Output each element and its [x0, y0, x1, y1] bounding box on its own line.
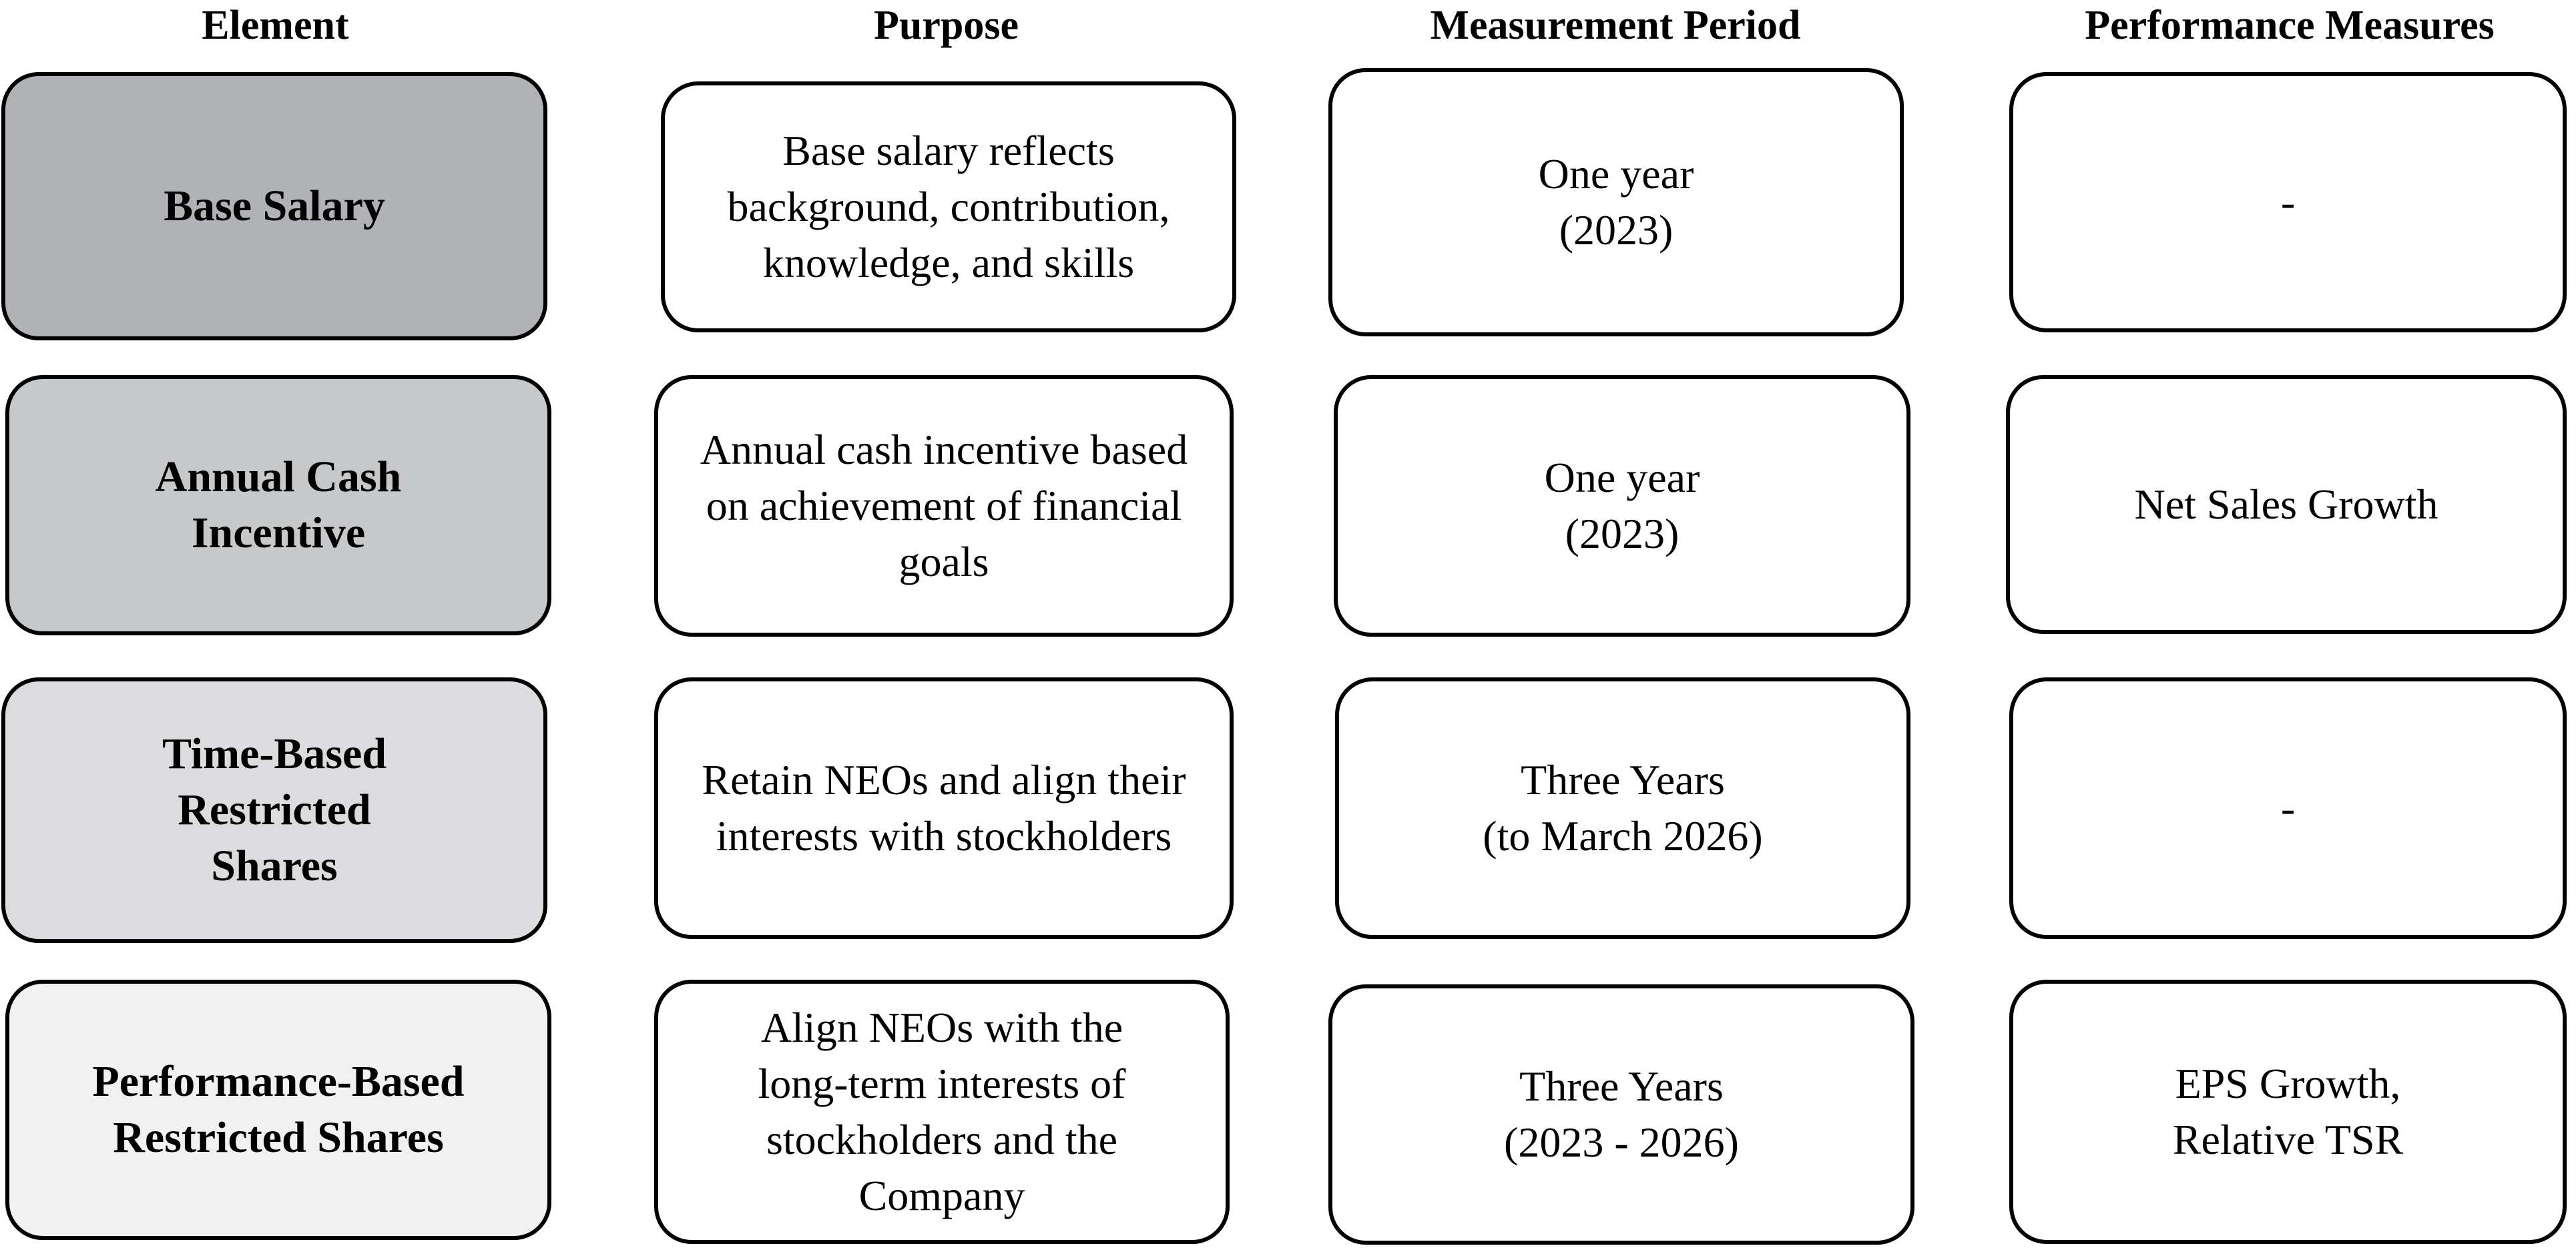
element-label: Performance-Based: [92, 1057, 465, 1106]
purpose-box-performance-based-restricted-shares: Align NEOs with the long-term interests …: [654, 980, 1230, 1244]
measures-box-performance-based-restricted-shares: EPS Growth, Relative TSR: [2009, 980, 2567, 1244]
purpose-line: Retain NEOs and align their: [702, 756, 1186, 804]
period-line: (2023 - 2026): [1504, 1119, 1739, 1166]
purpose-line: on achievement of financial: [706, 482, 1182, 529]
purpose-line: background, contribution,: [727, 183, 1170, 230]
element-label: Time-Based: [162, 729, 387, 778]
header-performance-measures: Performance Measures: [2085, 2, 2495, 48]
element-label: Incentive: [191, 509, 366, 557]
measures-line: Net Sales Growth: [2134, 481, 2438, 528]
measures-line: -: [2280, 178, 2296, 226]
element-box-time-based-restricted-shares: Time-Based Restricted Shares: [1, 677, 547, 943]
header-measurement-period: Measurement Period: [1430, 2, 1801, 48]
element-box-base-salary: Base Salary: [1, 72, 547, 340]
header-purpose: Purpose: [874, 2, 1019, 48]
element-box-performance-based-restricted-shares: Performance-Based Restricted Shares: [5, 980, 551, 1240]
purpose-line: goals: [898, 538, 989, 585]
period-box-annual-cash-incentive: One year (2023): [1334, 375, 1910, 637]
period-line: (to March 2026): [1483, 812, 1763, 860]
purpose-line: knowledge, and skills: [762, 239, 1135, 286]
purpose-box-time-based-restricted-shares: Retain NEOs and align their interests wi…: [654, 677, 1234, 939]
measures-box-base-salary: -: [2009, 72, 2567, 332]
period-line: One year: [1538, 150, 1694, 198]
period-box-performance-based-restricted-shares: Three Years (2023 - 2026): [1328, 984, 1914, 1245]
element-label: Restricted Shares: [113, 1113, 444, 1162]
element-label: Annual Cash: [155, 452, 402, 501]
purpose-line: Annual cash incentive based: [700, 426, 1188, 473]
element-label: Base Salary: [164, 182, 385, 230]
period-line: (2023): [1565, 510, 1680, 557]
purpose-line: Base salary reflects: [782, 127, 1115, 174]
period-line: Three Years: [1519, 1062, 1724, 1110]
purpose-line: interests with stockholders: [716, 812, 1172, 860]
element-label: Restricted: [178, 786, 371, 834]
header-element: Element: [202, 2, 349, 48]
purpose-box-base-salary: Base salary reflects background, contrib…: [661, 81, 1236, 332]
purpose-box-annual-cash-incentive: Annual cash incentive based on achieveme…: [654, 375, 1234, 637]
period-box-base-salary: One year (2023): [1328, 68, 1904, 336]
period-line: One year: [1544, 454, 1700, 501]
purpose-line: Align NEOs with the: [760, 1004, 1123, 1051]
measures-box-annual-cash-incentive: Net Sales Growth: [2006, 375, 2567, 634]
measures-line: Relative TSR: [2172, 1116, 2404, 1163]
measures-box-time-based-restricted-shares: -: [2009, 677, 2567, 939]
purpose-line: long-term interests of: [758, 1060, 1126, 1107]
purpose-line: stockholders and the: [766, 1116, 1118, 1163]
element-box-annual-cash-incentive: Annual Cash Incentive: [5, 375, 551, 635]
element-label: Shares: [211, 842, 338, 890]
period-line: (2023): [1559, 206, 1673, 254]
period-line: Three Years: [1521, 756, 1725, 804]
measures-line: -: [2280, 784, 2296, 832]
period-box-time-based-restricted-shares: Three Years (to March 2026): [1335, 677, 1910, 939]
purpose-line: Company: [858, 1172, 1025, 1219]
measures-line: EPS Growth,: [2175, 1060, 2401, 1107]
